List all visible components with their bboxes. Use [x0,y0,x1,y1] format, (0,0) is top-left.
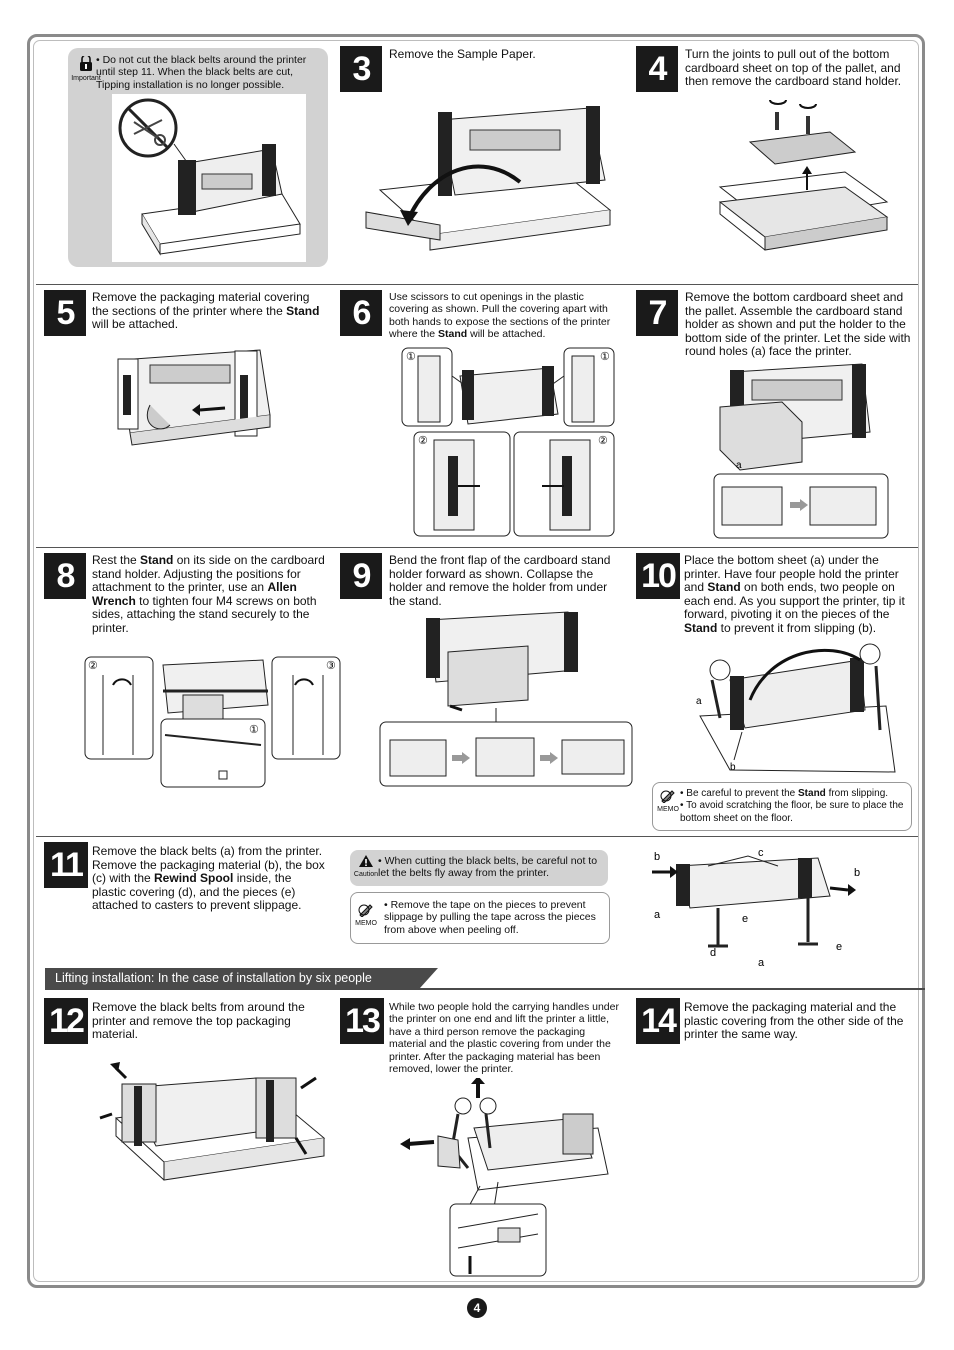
illustration-step-9 [378,610,634,788]
step-number: 12 [44,998,88,1044]
label-a: a [758,957,765,968]
label-b: b [654,851,660,863]
section-underline [45,988,925,990]
illustration-step-8: ② ③ ① [83,655,343,790]
label-a: a [654,909,661,921]
label-circled-2: ② [418,435,428,447]
label-circled-2: ② [88,660,98,672]
section-title: Lifting installation: In the case of ins… [55,971,372,985]
step-number: 10 [636,553,680,599]
caution-icon: Caution [352,854,380,879]
page-frame [27,34,925,1288]
divider [36,547,918,548]
illustration-step-7: a [712,362,890,540]
label-e: e [742,913,748,925]
step-11-text: Remove the black belts (a) from the prin… [92,844,325,913]
label-circled-2: ② [598,435,608,447]
label-circled-1: ① [249,724,259,736]
label-a: a [736,460,742,471]
important-text: • Do not cut the black belts around the … [96,54,307,91]
step-5-text: Remove the packaging material covering t… [92,290,320,332]
label-circled-3: ③ [326,660,336,672]
step-number: 9 [340,553,382,599]
illustration-step-4 [715,92,890,262]
illustration-step-5 [110,345,285,460]
label-circled-1: ① [600,351,610,363]
illustration-do-not-cut [112,94,306,262]
important-note: Important • Do not cut the black belts a… [68,48,328,267]
page-number: 4 [467,1298,487,1318]
step-number: 5 [44,290,86,336]
step-number: 4 [636,46,678,92]
step-3-text: Remove the Sample Paper. [389,47,536,61]
label-b: b [854,867,860,879]
step-number: 14 [636,998,680,1044]
step-number: 13 [340,998,384,1044]
step-number: 8 [44,553,86,599]
label-b: b [730,762,736,773]
illustration-step-11: b c b a e d a e [648,846,870,969]
memo-note-step-11: MEMO • Remove the tape on the pieces to … [350,892,610,944]
step-14-text: Remove the packaging material and the pl… [684,1000,904,1042]
illustration-step-13 [398,1076,610,1278]
step-10-text: Place the bottom sheet (a) under the pri… [684,553,905,635]
memo-icon: MEMO [354,903,378,928]
illustration-step-10: a b [690,640,900,778]
step-13-text: While two people hold the carrying handl… [389,1001,619,1076]
memo-text-step-10: • Be careful to prevent the Stand from s… [680,788,904,824]
label-a: a [696,696,702,707]
step-8-text: Rest the Stand on its side on the cardbo… [92,553,325,635]
step-7-text: Remove the bottom cardboard sheet and th… [685,290,911,359]
step-number: 3 [340,46,382,92]
caution-text-step-11: • When cutting the black belts, be caref… [378,855,598,880]
step-4-text: Turn the joints to pull out of the botto… [685,47,902,89]
divider [36,836,918,837]
step-6-text: Use scissors to cut openings in the plas… [389,291,611,341]
memo-note-step-10: MEMO • Be careful to prevent the Stand f… [652,782,912,831]
label-circled-1: ① [406,351,416,363]
illustration-step-12 [96,1058,332,1192]
step-number: 6 [340,290,382,336]
section-title-bar: Lifting installation: In the case of ins… [45,968,438,988]
memo-text-step-11: • Remove the tape on the pieces to preve… [384,899,596,936]
illustration-step-6: ① ① ② ② [400,346,618,538]
step-12-text: Remove the black belts from around the p… [92,1000,305,1042]
divider [36,284,918,285]
step-9-text: Bend the front flap of the cardboard sta… [389,553,611,608]
caution-note-step-11: Caution • When cutting the black belts, … [350,850,608,886]
memo-icon: MEMO [656,789,680,814]
illustration-step-3 [360,100,624,265]
step-number: 7 [636,290,678,336]
step-number: 11 [44,842,88,888]
label-d: d [710,947,716,959]
label-c: c [758,847,764,859]
label-e: e [836,941,842,953]
